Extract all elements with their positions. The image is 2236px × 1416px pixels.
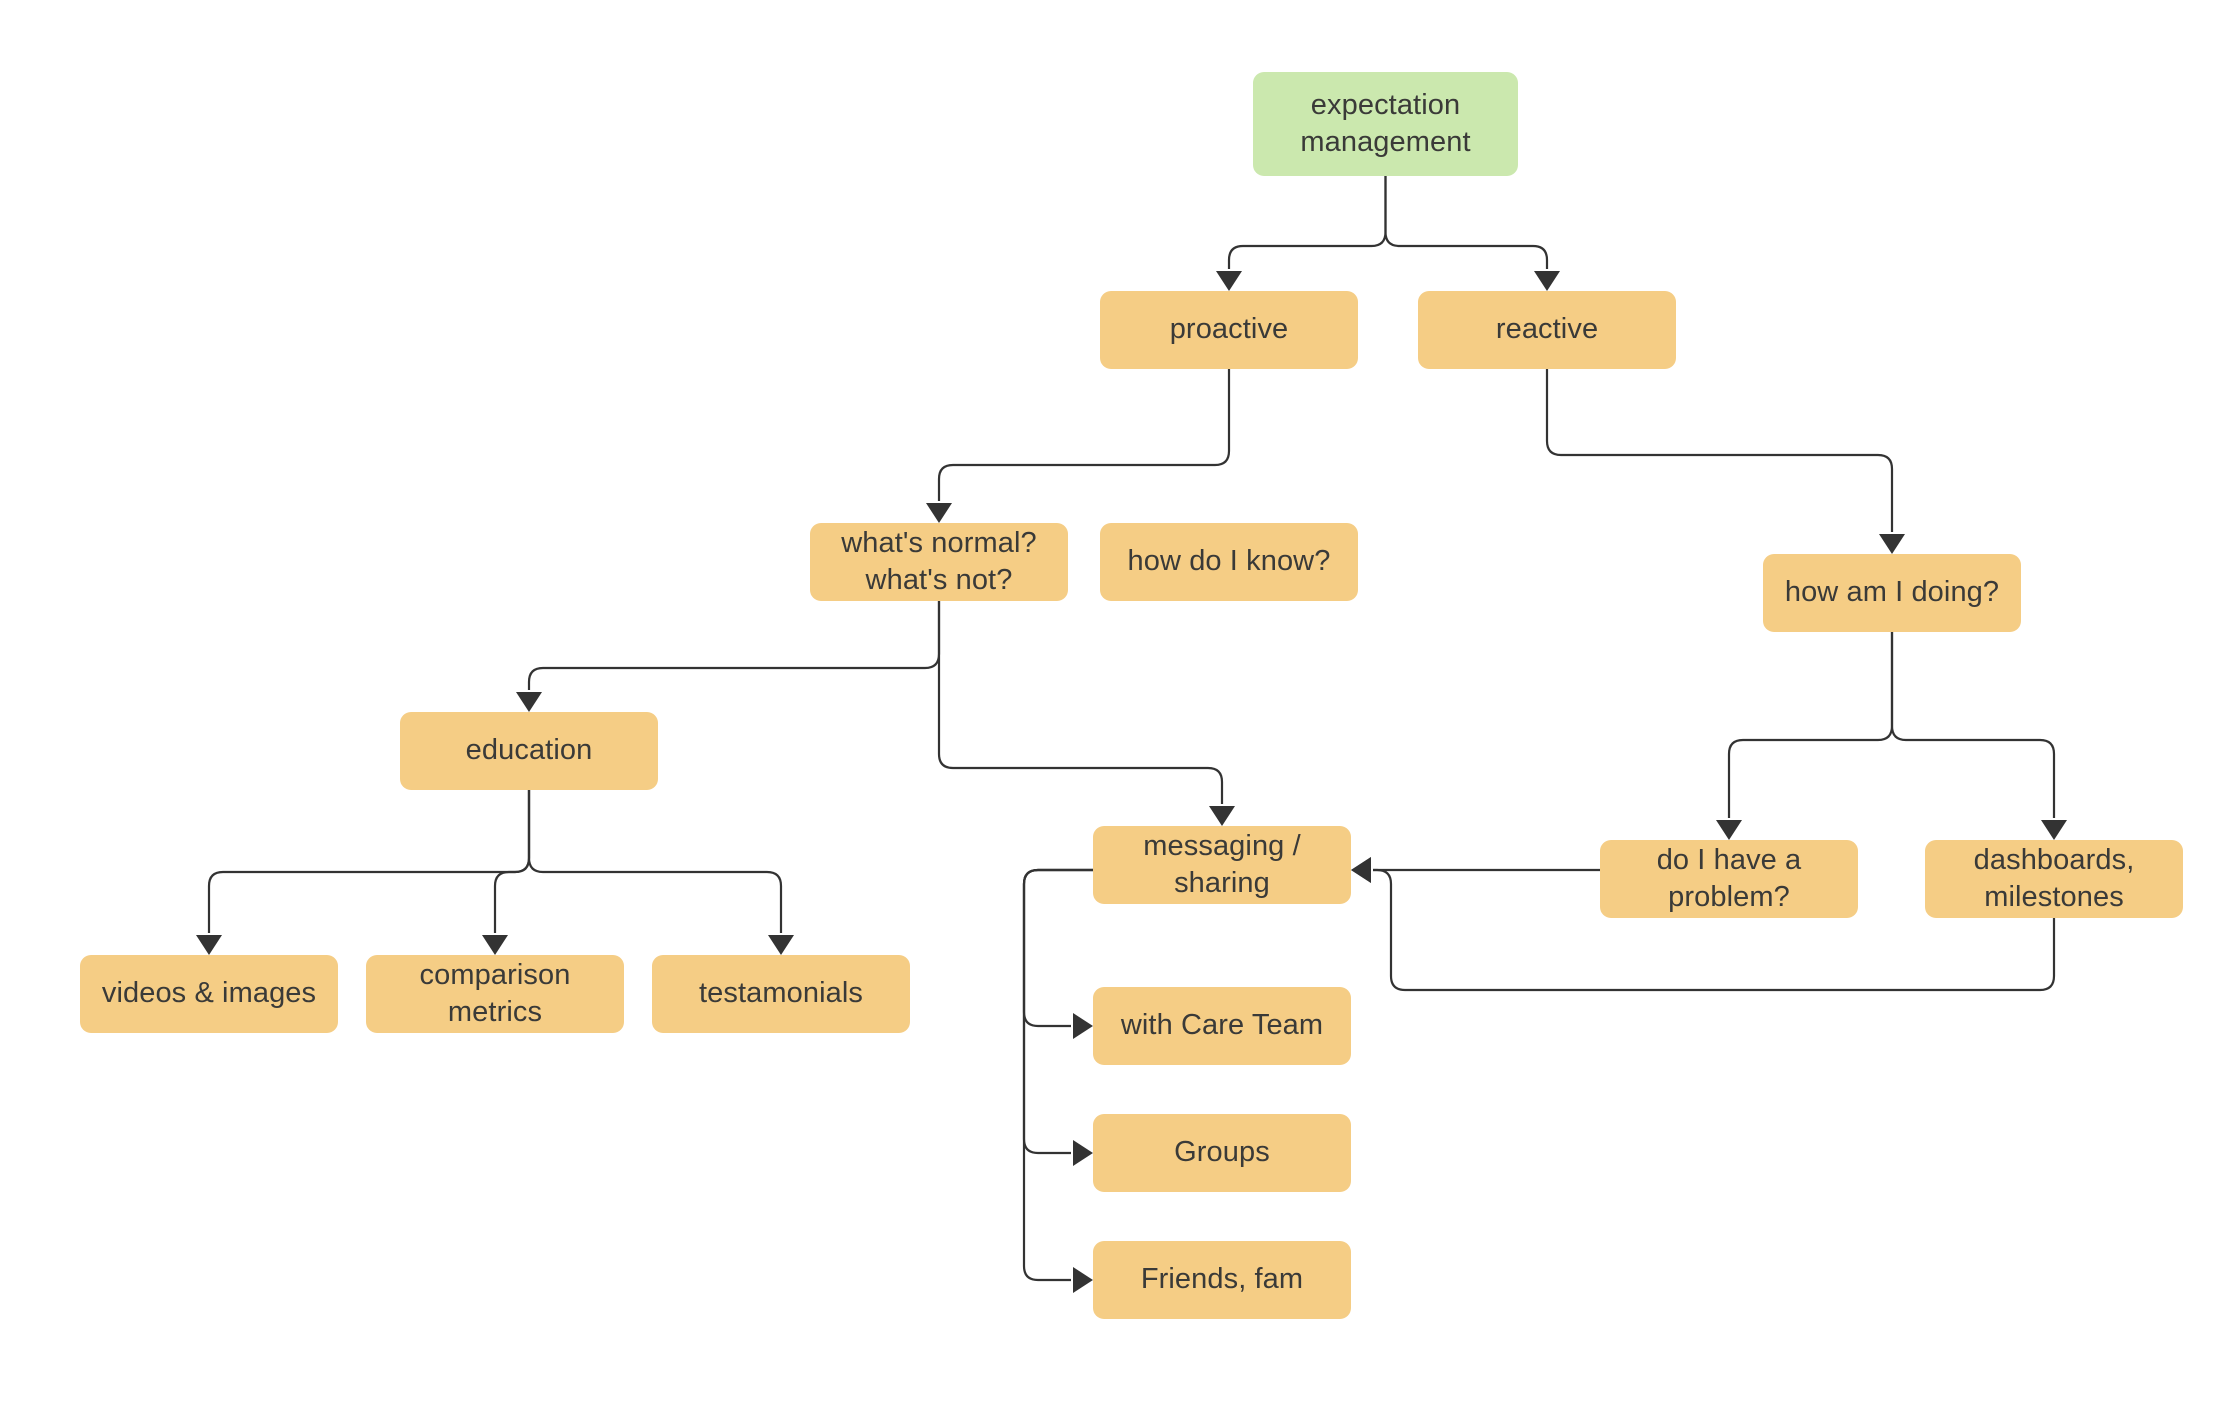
edge-whats-normal-to-messaging-arrowhead (1209, 806, 1235, 826)
edge-whats-normal-to-messaging (937, 601, 1224, 804)
edge-root-to-reactive (1384, 176, 1549, 269)
node-videos[interactable]: videos & images (80, 955, 338, 1033)
edge-messaging-to-care-team (1022, 868, 1093, 1028)
node-howknow[interactable]: how do I know? (1100, 523, 1358, 601)
node-groups[interactable]: Groups (1093, 1114, 1351, 1192)
edge-education-to-videos-arrowhead (196, 935, 222, 955)
edge-root-to-proactive (1227, 176, 1387, 269)
edge-dashboards-to-messaging (1373, 868, 2056, 992)
edge-reactive-to-how-am-i-doing-arrowhead (1879, 534, 1905, 554)
edge-education-to-testamonials-arrowhead (768, 935, 794, 955)
edge-dashboards-to-messaging-arrowhead (1351, 857, 1371, 883)
node-proactive[interactable]: proactive (1100, 291, 1358, 369)
edge-proactive-to-whats-normal-arrowhead (926, 503, 952, 523)
node-dashboards[interactable]: dashboards, milestones (1925, 840, 2183, 918)
edge-education-to-comparison-arrowhead (482, 935, 508, 955)
edge-education-to-testamonials (527, 790, 783, 933)
edge-root-to-reactive-arrowhead (1534, 271, 1560, 291)
node-friendsfam[interactable]: Friends, fam (1093, 1241, 1351, 1319)
edge-messaging-to-friends-fam (1022, 868, 1093, 1282)
edge-root-to-proactive-arrowhead (1216, 271, 1242, 291)
node-reactive[interactable]: reactive (1418, 291, 1676, 369)
edge-whats-normal-to-education-arrowhead (516, 692, 542, 712)
edge-reactive-to-how-am-i-doing (1545, 369, 1894, 532)
node-careteam[interactable]: with Care Team (1093, 987, 1351, 1065)
node-problem[interactable]: do I have a problem? (1600, 840, 1858, 918)
edge-messaging-to-groups (1022, 868, 1093, 1155)
node-comparison[interactable]: comparison metrics (366, 955, 624, 1033)
node-root[interactable]: expectation management (1253, 72, 1518, 176)
node-testamonials[interactable]: testamonials (652, 955, 910, 1033)
edge-proactive-to-whats-normal (937, 369, 1231, 501)
edge-education-to-videos (207, 790, 531, 933)
edge-how-am-i-doing-to-problem-arrowhead (1716, 820, 1742, 840)
edge-how-am-i-doing-to-dashboards-arrowhead (2041, 820, 2067, 840)
node-messaging[interactable]: messaging / sharing (1093, 826, 1351, 904)
edge-whats-normal-to-education (527, 601, 941, 690)
edge-messaging-to-care-team-arrowhead (1073, 1013, 1093, 1039)
node-howdoing[interactable]: how am I doing? (1763, 554, 2021, 632)
edge-messaging-to-groups-arrowhead (1073, 1140, 1093, 1166)
edge-how-am-i-doing-to-dashboards (1890, 632, 2056, 818)
node-education[interactable]: education (400, 712, 658, 790)
edge-how-am-i-doing-to-problem (1727, 632, 1894, 818)
node-normal[interactable]: what's normal? what's not? (810, 523, 1068, 601)
edge-education-to-comparison (493, 790, 531, 933)
edge-messaging-to-friends-fam-arrowhead (1073, 1267, 1093, 1293)
